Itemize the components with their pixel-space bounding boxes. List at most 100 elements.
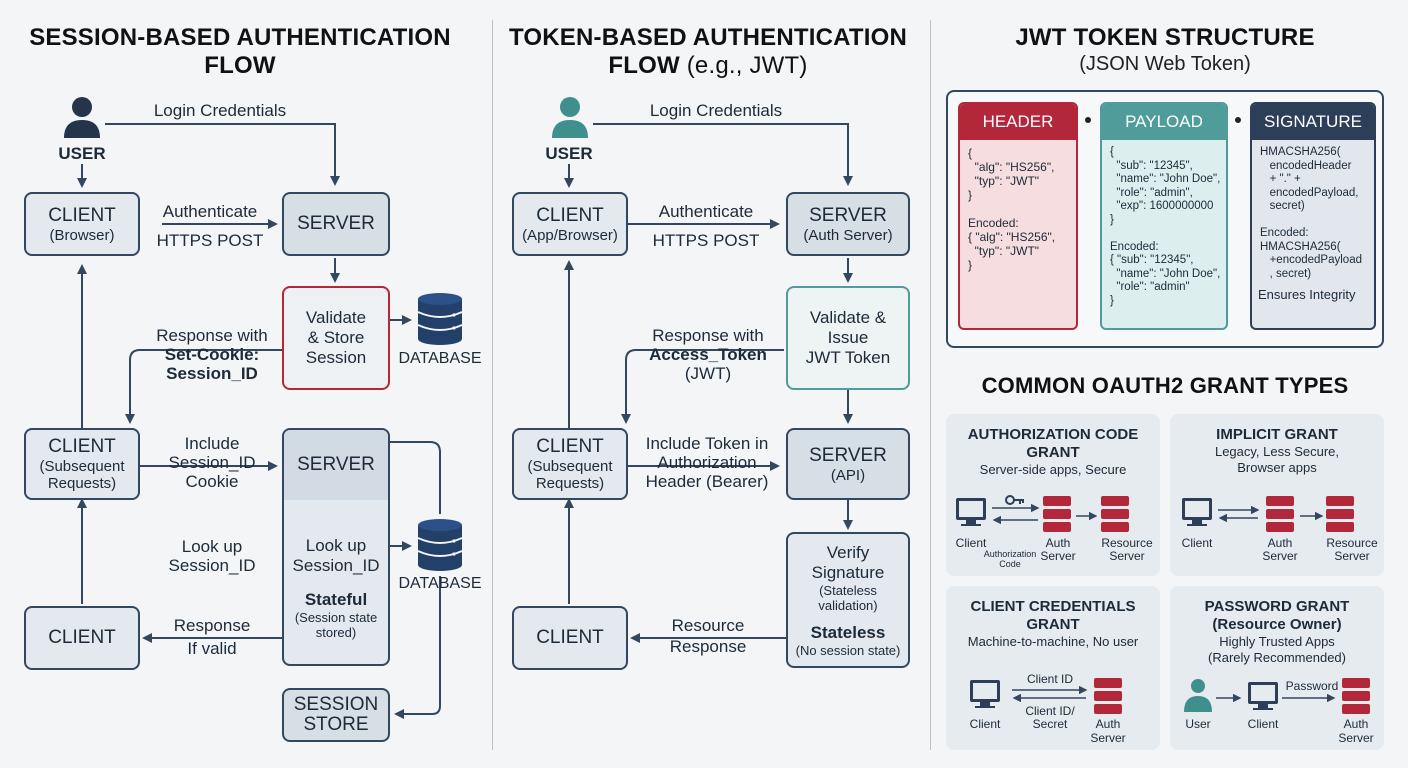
client-sub-label: (App/Browser) xyxy=(522,226,618,244)
include-line1: Include Token in xyxy=(645,434,769,453)
token-title-line2: FLOW (e.g., JWT) xyxy=(498,52,918,80)
card-diagram xyxy=(956,495,1129,532)
token-response-label: Response with Access_Token (JWT) xyxy=(640,326,776,383)
store-line2: STORE xyxy=(303,714,369,735)
validate-line2: & Store xyxy=(307,328,365,347)
divider-right xyxy=(930,20,931,750)
token-authenticate-label: Authenticate xyxy=(658,202,754,221)
token-api-server: SERVER (API) xyxy=(786,428,910,500)
server-label: SERVER xyxy=(297,213,375,234)
jwt-signature-label: SIGNATURE xyxy=(1252,104,1374,140)
validate-line1: Validate xyxy=(305,308,367,327)
response-line2: If valid xyxy=(187,639,237,658)
client-label: CLIENT xyxy=(48,436,116,457)
server-rack-icon xyxy=(1342,678,1370,714)
client-label: CLIENT xyxy=(536,627,604,648)
jwt-title: JWT TOKEN STRUCTURE xyxy=(1015,24,1315,51)
token-client-subsequent: CLIENT (Subsequent Requests) xyxy=(512,428,628,500)
client-sub-line1: (Subsequent xyxy=(39,458,125,475)
session-client-subsequent: CLIENT (Subsequent Requests) xyxy=(24,428,140,500)
verify-line4: validation) xyxy=(818,597,878,613)
auth-server-line2: Server xyxy=(1040,549,1076,563)
oauth-card-authorization-code: AUTHORIZATION CODE GRANT Server-side app… xyxy=(946,414,1160,576)
include-line3: Cookie xyxy=(185,472,239,491)
session-response-ifvalid-label: Response If valid xyxy=(150,616,274,658)
resource-server-line2: Server xyxy=(1334,549,1370,563)
include-line3: Header (Bearer) xyxy=(645,472,769,491)
validate-line2: Issue xyxy=(827,328,869,347)
card-diagram xyxy=(1182,496,1354,532)
token-client-app: CLIENT (App/Browser) xyxy=(512,192,628,256)
client-id-label: Client ID xyxy=(1026,672,1073,686)
server-header: SERVER xyxy=(284,430,388,500)
card-subtitle-line2: Browser apps xyxy=(1237,460,1317,475)
server-rack-icon xyxy=(1043,496,1071,532)
jwt-dot-separator xyxy=(1235,117,1241,123)
database-icon xyxy=(417,519,463,571)
lookup-out-line1: Look up xyxy=(181,537,243,556)
card-title-line2: GRANT xyxy=(1026,444,1080,461)
server-sub-label: (Auth Server) xyxy=(803,226,893,244)
server-rack-icon xyxy=(1094,678,1122,714)
lookup-out-line2: Session_ID xyxy=(168,556,256,575)
jwt-header-body: { "alg": "HS256", "typ": "JWT" } Encoded… xyxy=(968,146,1056,272)
store-line1: SESSION xyxy=(293,694,379,715)
session-authenticate-label: Authenticate xyxy=(162,202,258,221)
client-label: CLIENT xyxy=(48,204,116,226)
session-user-label: USER xyxy=(58,144,106,163)
client-secret-line2: Secret xyxy=(1032,717,1068,731)
user-icon xyxy=(1184,679,1212,712)
lookup-line2: Session_ID xyxy=(292,556,380,575)
session-server-stateful: SERVER Look up Session_ID Stateful (Sess… xyxy=(282,428,390,666)
resp-line3: Session_ID xyxy=(166,364,258,383)
verify-line3: (Stateless xyxy=(819,582,877,598)
client-label: Client xyxy=(1247,717,1279,731)
resource-line1: Resource xyxy=(671,616,745,635)
lookup-line1: Look up xyxy=(305,536,367,555)
include-line1: Include xyxy=(184,434,240,453)
client-label: CLIENT xyxy=(536,204,604,226)
validate-line3: JWT Token xyxy=(805,348,891,367)
client-label: CLIENT xyxy=(536,436,604,457)
auth-server-line1: Auth xyxy=(1343,717,1369,731)
auth-server-line1: Auth xyxy=(1267,536,1293,550)
client-label: Client xyxy=(955,536,987,550)
token-title-line1: TOKEN-BASED AUTHENTICATION xyxy=(508,24,908,51)
validate-line1: Validate & xyxy=(809,308,887,327)
server-rack-icon xyxy=(1101,496,1129,532)
monitor-icon xyxy=(970,680,1000,708)
client-sub-line1: (Subsequent xyxy=(527,458,613,475)
session-store-box: SESSION STORE xyxy=(282,688,390,742)
stateful-sub2: stored) xyxy=(315,625,357,640)
user-label: User xyxy=(1185,717,1211,731)
card-title-line2: (Resource Owner) xyxy=(1212,616,1342,633)
validate-line3: Session xyxy=(305,348,367,367)
response-line1: Response xyxy=(173,616,251,635)
card-subtitle-line1: Legacy, Less Secure, xyxy=(1214,444,1340,459)
auth-server-line2: Server xyxy=(1338,731,1374,745)
jwt-payload-body: { "sub": "12345", "name": "John Doe", "r… xyxy=(1110,146,1221,307)
server-rack-icon xyxy=(1266,496,1294,532)
token-verify-box: Verify Signature (Stateless validation) … xyxy=(786,532,910,668)
jwt-dot-separator xyxy=(1085,117,1091,123)
verify-line2: Signature xyxy=(811,562,885,582)
resp-line2: Access_Token xyxy=(649,345,767,364)
password-label: Password xyxy=(1285,679,1339,693)
resource-server-line1: Resource xyxy=(1326,536,1378,550)
monitor-icon xyxy=(1248,682,1278,710)
auth-server-line1: Auth xyxy=(1095,717,1121,731)
auth-server-line2: Server xyxy=(1262,549,1298,563)
resp-line3: (JWT) xyxy=(684,364,732,383)
token-login-label: Login Credentials xyxy=(649,101,783,120)
card-title-line1: CLIENT CREDENTIALS xyxy=(970,598,1136,615)
verify-line1: Verify xyxy=(826,542,870,562)
token-resource-response-label: Resource Response xyxy=(640,616,776,656)
server-sub-label: (API) xyxy=(830,466,866,484)
session-title: SESSION-BASED AUTHENTICATION FLOW xyxy=(20,24,460,80)
client-sub-line2: Requests) xyxy=(535,475,605,492)
token-validate-box: Validate & Issue JWT Token xyxy=(786,286,910,390)
stateless-label: Stateless xyxy=(810,622,886,642)
client-label: CLIENT xyxy=(48,627,116,648)
jwt-header-col: HEADER { "alg": "HS256", "typ": "JWT" } … xyxy=(958,102,1078,330)
card-title-line1: AUTHORIZATION CODE xyxy=(967,426,1139,443)
